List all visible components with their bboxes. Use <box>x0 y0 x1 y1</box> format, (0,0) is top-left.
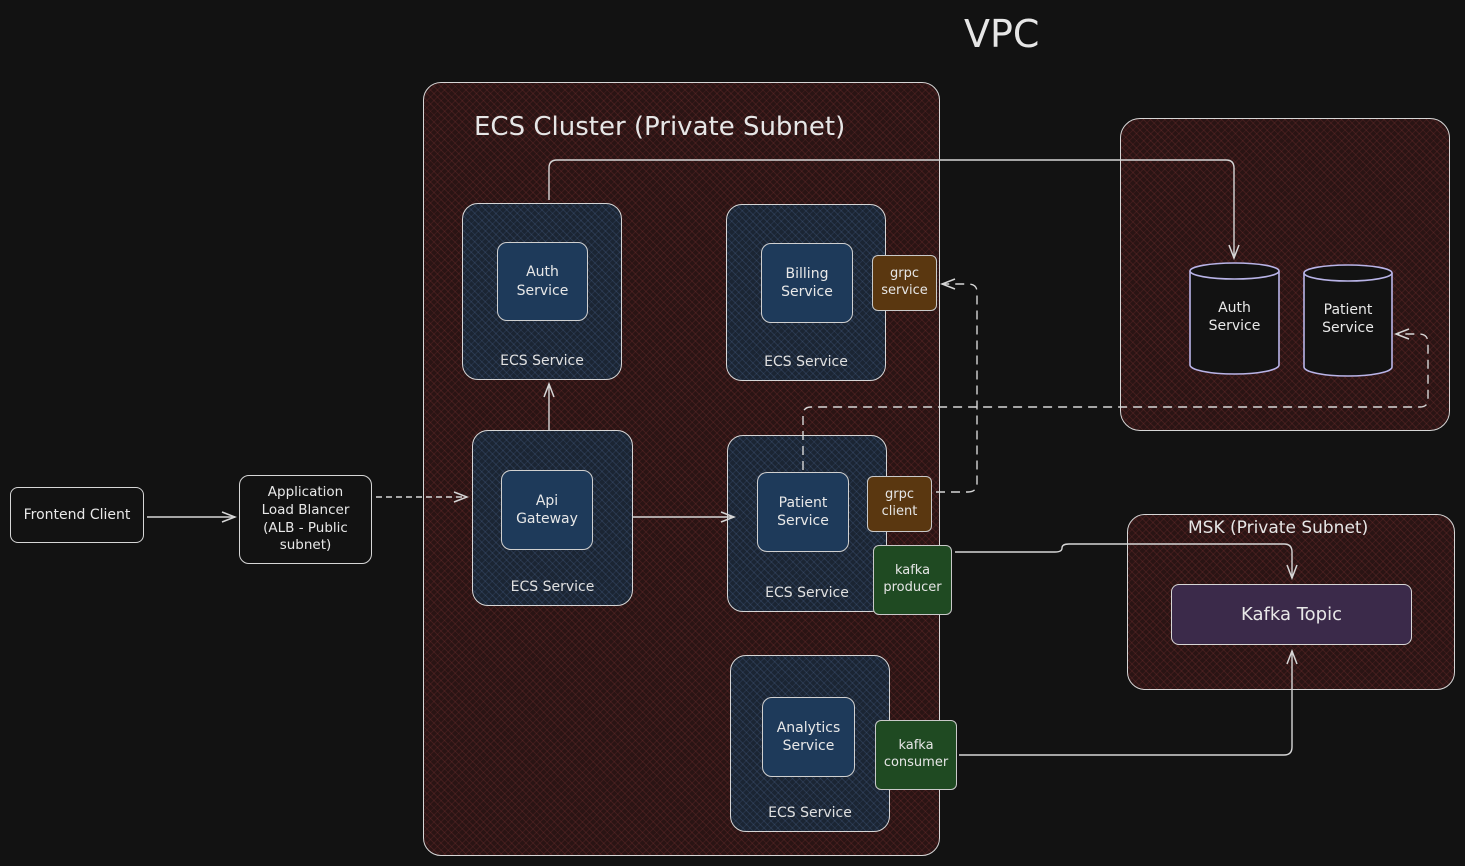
api-gateway-label: Api Gateway <box>516 492 578 527</box>
msk-title: MSK (Private Subnet) <box>1188 518 1369 538</box>
kafka-topic-label: Kafka Topic <box>1241 603 1342 625</box>
ecs-cluster-title: ECS Cluster (Private Subnet) <box>474 112 846 142</box>
grpc-client-label: grpc client <box>881 487 918 519</box>
auth-database: Auth Service <box>1188 261 1281 377</box>
patient-service-label: Patient Service <box>777 494 829 529</box>
frontend-client-label: Frontend Client <box>23 506 131 523</box>
api-gateway-ecs-caption: ECS Service <box>510 579 595 595</box>
analytics-service: Analytics Service <box>762 697 855 777</box>
kafka-topic: Kafka Topic <box>1171 584 1412 645</box>
grpc-service-label: grpc service <box>881 266 928 298</box>
patient-database: Patient Service <box>1302 263 1394 379</box>
api-gateway: Api Gateway <box>501 470 593 550</box>
kafka-producer-tag: kafka producer <box>873 545 952 615</box>
patient-ecs-caption: ECS Service <box>765 585 849 601</box>
arrow-grpc-client-to-service <box>936 284 978 493</box>
billing-service-label: Billing Service <box>781 265 833 300</box>
billing-ecs-caption: ECS Service <box>764 354 848 370</box>
patient-service: Patient Service <box>757 472 849 552</box>
auth-ecs-caption: ECS Service <box>500 353 584 369</box>
frontend-client: Frontend Client <box>10 487 144 543</box>
grpc-service-tag: grpc service <box>872 255 937 311</box>
auth-service: Auth Service <box>497 242 588 321</box>
patient-database-label: Patient Service <box>1322 302 1374 337</box>
billing-service: Billing Service <box>761 243 853 323</box>
auth-database-label: Auth Service <box>1208 300 1261 335</box>
application-load-balancer: Application Load Blancer (ALB - Public s… <box>239 475 372 564</box>
grpc-client-tag: grpc client <box>867 476 932 532</box>
auth-service-label: Auth Service <box>516 264 569 299</box>
kafka-consumer-tag: kafka consumer <box>875 720 957 790</box>
analytics-ecs-caption: ECS Service <box>768 805 852 821</box>
kafka-producer-label: kafka producer <box>883 563 942 595</box>
kafka-consumer-label: kafka consumer <box>883 738 949 770</box>
database-region <box>1120 118 1450 431</box>
analytics-service-label: Analytics Service <box>776 719 841 754</box>
vpc-title: VPC <box>964 12 1040 56</box>
alb-label: Application Load Blancer (ALB - Public s… <box>261 484 350 554</box>
